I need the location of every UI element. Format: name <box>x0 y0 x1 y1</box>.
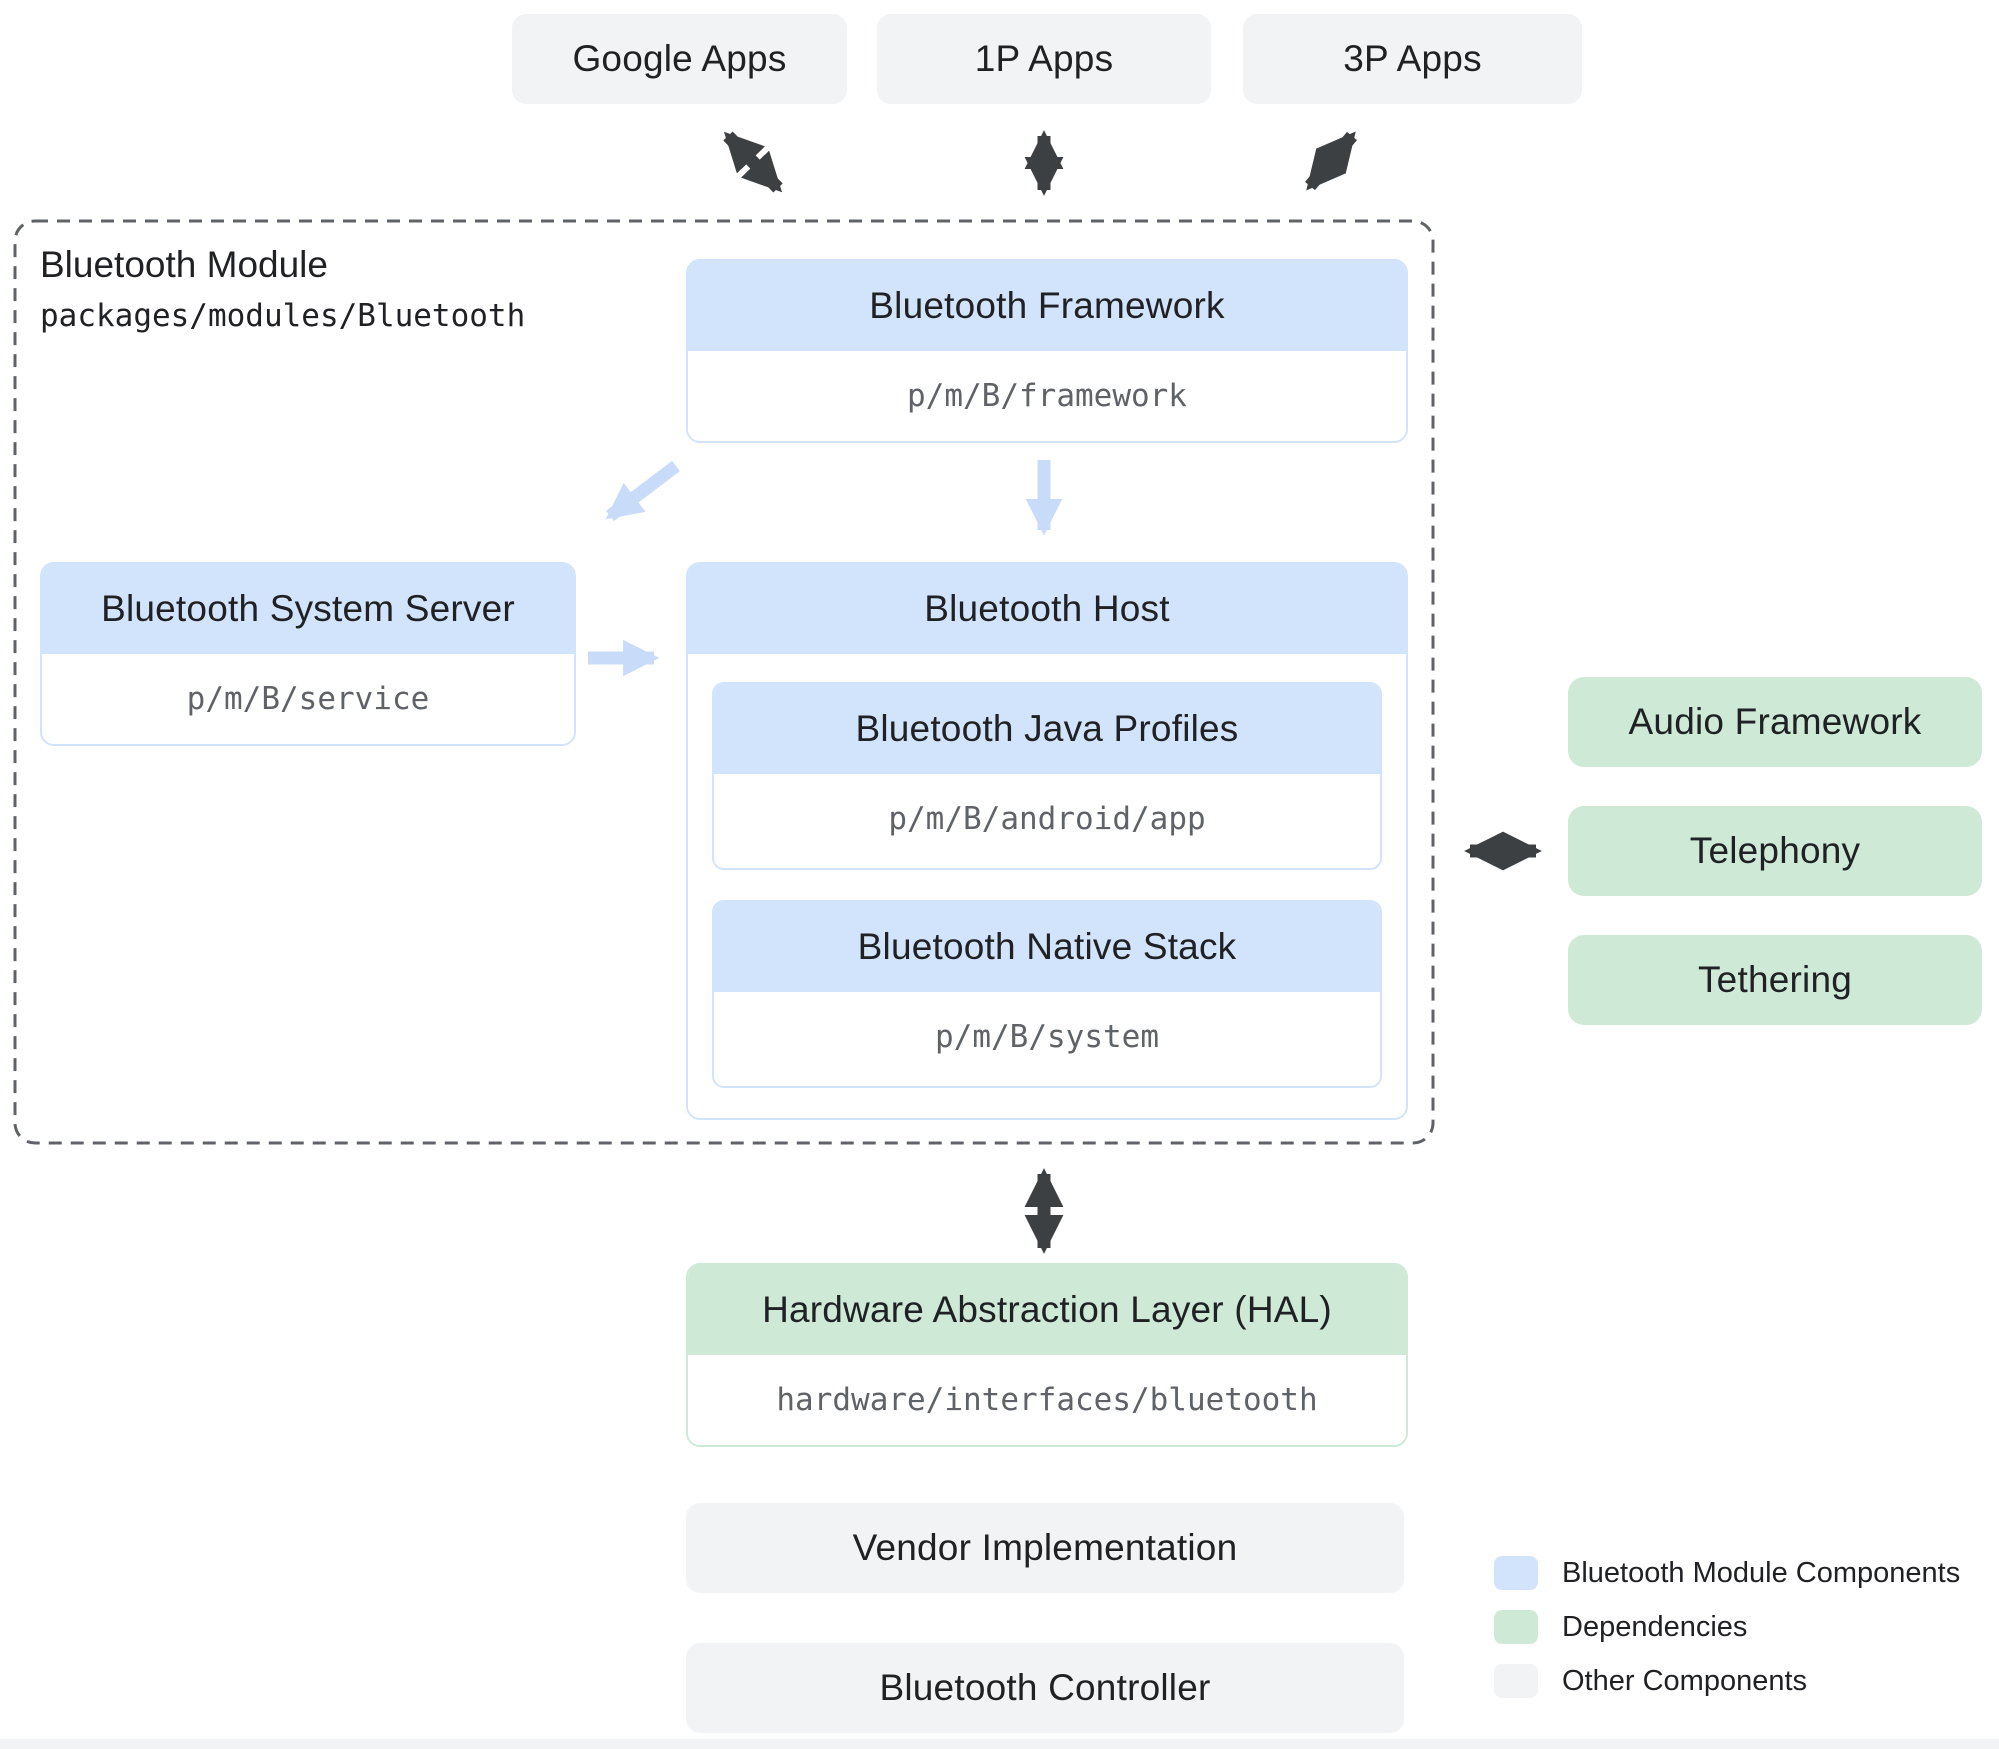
bluetooth-system-server-path: p/m/B/service <box>42 654 574 744</box>
top-app-1p-apps: 1P Apps <box>877 14 1211 104</box>
bluetooth-framework-title: Bluetooth Framework <box>688 261 1406 351</box>
bluetooth-module-path: packages/modules/Bluetooth <box>40 298 526 334</box>
vendor-implementation-box: Vendor Implementation <box>686 1503 1404 1593</box>
legend: Bluetooth Module Components Dependencies… <box>1494 1556 1960 1698</box>
bluetooth-framework-path: p/m/B/framework <box>688 351 1406 441</box>
legend-label-module-components: Bluetooth Module Components <box>1562 1556 1961 1589</box>
hal-box: Hardware Abstraction Layer (HAL) hardwar… <box>686 1263 1408 1447</box>
bluetooth-framework-box: Bluetooth Framework p/m/B/framework <box>686 259 1408 443</box>
arrow-3p-apps-module <box>1305 131 1357 191</box>
bluetooth-host-title: Bluetooth Host <box>688 564 1406 654</box>
page-bottom-edge <box>0 1739 1999 1749</box>
legend-swatch-dependencies <box>1494 1610 1538 1644</box>
hal-title: Hardware Abstraction Layer (HAL) <box>688 1265 1406 1355</box>
dependency-tethering: Tethering <box>1568 935 1982 1025</box>
top-app-google-apps: Google Apps <box>512 14 847 104</box>
bluetooth-java-profiles-box: Bluetooth Java Profiles p/m/B/android/ap… <box>712 682 1382 870</box>
bluetooth-host-body: Bluetooth Java Profiles p/m/B/android/ap… <box>688 654 1406 1114</box>
bluetooth-java-profiles-title: Bluetooth Java Profiles <box>714 684 1380 774</box>
dependency-audio-framework: Audio Framework <box>1568 677 1982 767</box>
legend-swatch-module-components <box>1494 1556 1538 1590</box>
bluetooth-controller-box: Bluetooth Controller <box>686 1643 1404 1733</box>
legend-row-module-components: Bluetooth Module Components <box>1494 1556 1960 1590</box>
legend-row-other-components: Other Components <box>1494 1664 1960 1698</box>
arrow-framework-system-server <box>605 460 680 522</box>
legend-swatch-other-components <box>1494 1664 1538 1698</box>
legend-row-dependencies: Dependencies <box>1494 1610 1960 1644</box>
bluetooth-module-title: Bluetooth Module <box>40 244 328 285</box>
legend-label-other-components: Other Components <box>1562 1664 1808 1697</box>
dependency-telephony: Telephony <box>1568 806 1982 896</box>
top-app-3p-apps: 3P Apps <box>1243 14 1582 104</box>
bluetooth-native-stack-title: Bluetooth Native Stack <box>714 902 1380 992</box>
bluetooth-system-server-title: Bluetooth System Server <box>42 564 574 654</box>
arrow-google-apps-module <box>723 131 783 193</box>
legend-label-dependencies: Dependencies <box>1562 1610 1748 1643</box>
bluetooth-native-stack-box: Bluetooth Native Stack p/m/B/system <box>712 900 1382 1088</box>
bluetooth-system-server-box: Bluetooth System Server p/m/B/service <box>40 562 576 746</box>
hal-path: hardware/interfaces/bluetooth <box>688 1355 1406 1445</box>
bluetooth-java-profiles-path: p/m/B/android/app <box>714 774 1380 864</box>
bluetooth-native-stack-path: p/m/B/system <box>714 992 1380 1082</box>
bluetooth-host-box: Bluetooth Host Bluetooth Java Profiles p… <box>686 562 1408 1120</box>
